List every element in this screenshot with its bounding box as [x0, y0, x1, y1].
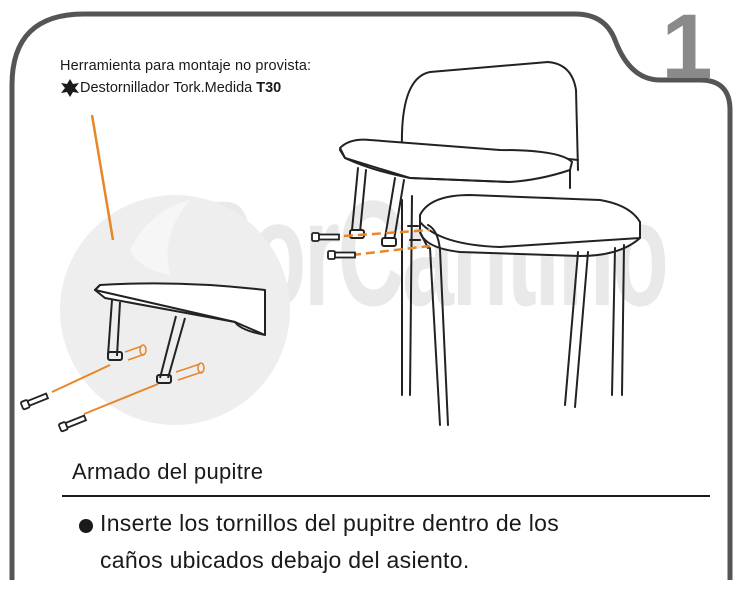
- page-frame: [9, 11, 733, 580]
- tool-note-line2: Destornillador Tork.Medida T30: [80, 80, 281, 96]
- instruction-line1: Inserte los tornillos del pupitre dentro…: [100, 510, 560, 536]
- torx-star-icon: [61, 79, 79, 97]
- guide-lines-chair: [329, 228, 431, 257]
- step-number: 1: [661, 0, 713, 98]
- chair-drawing: [339, 61, 641, 426]
- tube-openings: [124, 344, 205, 381]
- instruction-line2: caños ubicados debajo del asiento.: [100, 547, 470, 573]
- watermark-flame: [130, 200, 190, 275]
- tool-note-line1: Herramienta para montaje no provista:: [60, 58, 312, 74]
- tool-size: T30: [256, 80, 282, 96]
- guide-lines-detail: [51, 364, 159, 415]
- screw-icon: [20, 392, 88, 433]
- tool-name: Destornillador Tork.Medida: [80, 80, 257, 96]
- bullet-icon: [79, 519, 93, 533]
- desk-detail: [94, 282, 266, 384]
- screw-icon: [311, 232, 356, 260]
- leader-line: [90, 114, 115, 241]
- section-heading: Armado del pupitre: [72, 459, 264, 484]
